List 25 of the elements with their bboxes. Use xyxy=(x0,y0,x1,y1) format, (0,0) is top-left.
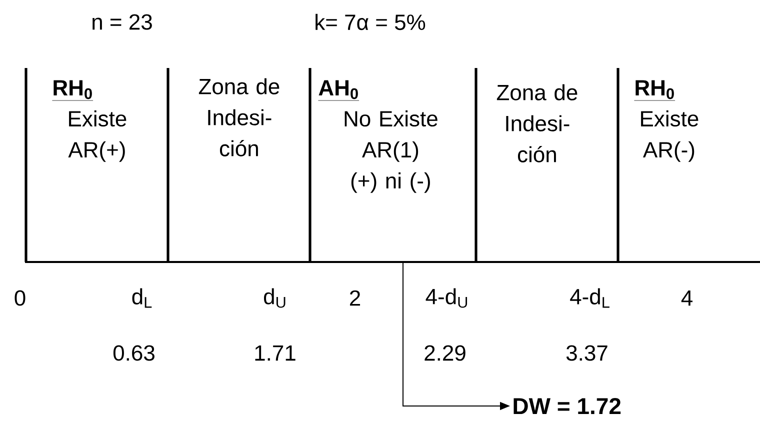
axis-label: 4-d$_{U}$ xyxy=(426,288,468,308)
axis-label: 0 xyxy=(14,290,26,306)
zone-description: Existe AR(+) xyxy=(68,110,126,162)
axis-label: d$_{U}$ xyxy=(264,288,286,308)
axis-label: 2.29 xyxy=(424,345,466,361)
axis-label: 0.63 xyxy=(113,345,154,361)
zone-column xyxy=(634,80,698,162)
axis-label: n = 23 xyxy=(92,14,152,30)
zone-heading: RH$_{0}$ xyxy=(52,80,94,101)
axis-label: 2 xyxy=(350,290,360,306)
zone-heading: RH$_{0}$ xyxy=(634,80,676,101)
zone-heading: AH$_{0}$ xyxy=(318,80,360,101)
zone-description: No Existe AR(1) (+) ni (-) xyxy=(344,110,438,193)
axis-label: 3.37 xyxy=(566,345,608,361)
zone-column xyxy=(318,80,438,193)
result-label: DW = 1.72 xyxy=(514,398,621,414)
zone-column xyxy=(52,80,126,162)
axis-label: k= 7α = 5% xyxy=(316,14,426,30)
zone-description: Existe AR(-) xyxy=(641,110,698,162)
zone-description: Zona de Indesi- ción xyxy=(496,84,578,162)
axis-label: 1.71 xyxy=(255,345,296,361)
axis-label: 4 xyxy=(681,290,692,306)
axis-label: d$_{L}$ xyxy=(132,288,152,308)
axis-label: 4-d$_{L}$ xyxy=(570,288,610,308)
zone-description: Zona de Indesi- ción xyxy=(198,78,280,156)
